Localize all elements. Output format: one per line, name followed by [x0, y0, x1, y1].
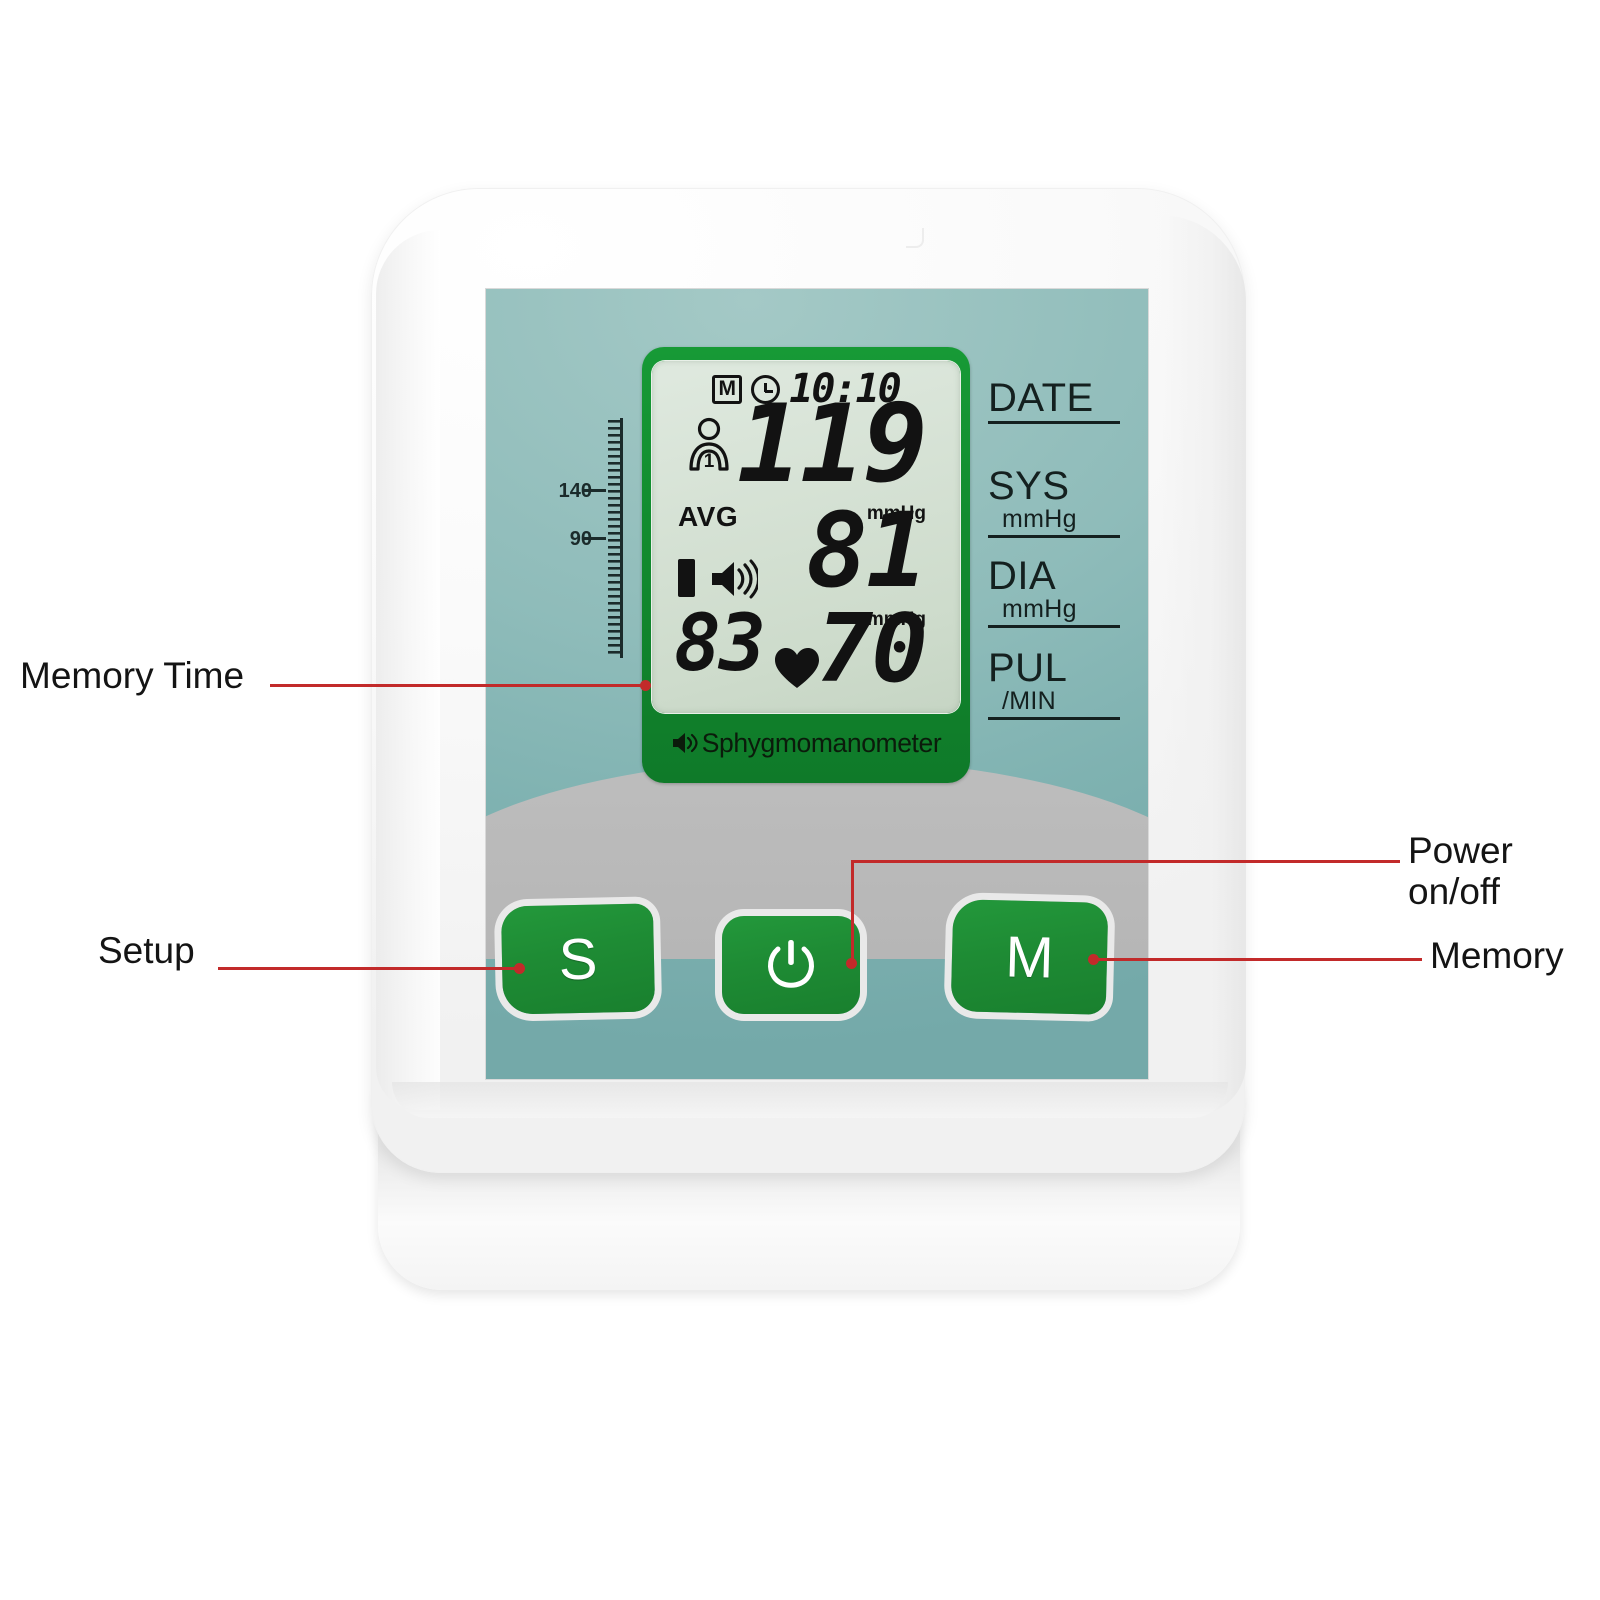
lcd-caption: Sphygmomanometer	[642, 719, 970, 767]
silk-label-dia: DIA mmHg	[988, 554, 1120, 629]
annotation-power: Power on/off	[1408, 830, 1513, 913]
battery-icon	[678, 559, 695, 597]
leader-dot-memory-time	[640, 680, 651, 691]
scale-ticks-icon	[608, 418, 623, 658]
silk-label-date: DATE	[988, 378, 1120, 424]
silk-pul-rule	[988, 717, 1120, 721]
leader-dot-setup	[514, 963, 525, 974]
setup-button-label: S	[557, 926, 599, 992]
silk-sys-big: SYS	[988, 464, 1070, 508]
scale-label-140: 140	[558, 480, 592, 502]
lcd-status-bar: M 10:10	[652, 369, 960, 409]
scale-label-90: 90	[569, 528, 592, 550]
silk-dia-rule	[988, 625, 1120, 629]
memory-time-value: 83	[674, 599, 766, 689]
body-bottom-lip	[392, 1082, 1228, 1118]
speaker-icon	[712, 559, 758, 599]
leader-power-vertical	[851, 860, 854, 965]
pressure-scale: 140 90	[559, 418, 624, 658]
scale-leader-140	[584, 489, 606, 492]
silk-date-rule	[988, 421, 1120, 424]
leader-dot-power	[846, 958, 857, 969]
silk-label-sys: SYS mmHg	[988, 464, 1120, 539]
body-left-highlight	[376, 230, 440, 1110]
avg-label: AVG	[678, 501, 739, 532]
silk-pul-sub: /MIN	[1002, 687, 1056, 715]
memory-badge-icon: M	[712, 374, 743, 404]
lcd-time: 10:10	[789, 365, 901, 412]
silk-pul-big: PUL	[988, 646, 1068, 690]
heart-icon	[775, 648, 819, 688]
diastolic-unit: mmHg	[866, 609, 926, 630]
silk-sys-rule	[988, 535, 1120, 539]
leader-power-horizontal	[851, 860, 1400, 863]
silk-date-big: DATE	[988, 376, 1094, 420]
power-button[interactable]	[722, 916, 860, 1014]
lcd-screen: M 10:10 1 AVG 119 mmHg 81 mmHg 70	[652, 361, 960, 713]
pulse-value: 70	[816, 595, 928, 704]
leader-setup	[218, 967, 520, 970]
silk-dia-big: DIA	[988, 554, 1057, 598]
user-person-icon: 1	[689, 417, 729, 472]
silk-label-pul: PUL /MIN	[988, 646, 1120, 721]
lcd-module: M 10:10 1 AVG 119 mmHg 81 mmHg 70	[642, 347, 970, 783]
memory-button-label: M	[1004, 923, 1055, 991]
annotation-setup: Setup	[98, 930, 195, 971]
body-top-notch	[906, 228, 924, 248]
silk-dia-sub: mmHg	[1002, 595, 1077, 623]
speaker-icon	[672, 733, 698, 753]
leader-dot-memory	[1088, 954, 1099, 965]
silk-sys-sub: mmHg	[1002, 505, 1077, 533]
power-icon	[768, 940, 814, 988]
setup-button[interactable]: S	[500, 903, 656, 1015]
annotation-memory-time: Memory Time	[20, 655, 245, 696]
memory-button[interactable]: M	[950, 899, 1109, 1015]
leader-memory	[1092, 958, 1422, 961]
annotation-memory: Memory	[1430, 935, 1564, 976]
systolic-value: 119	[736, 382, 928, 507]
product-name: Sphygmomanometer	[701, 727, 942, 758]
leader-memory-time	[270, 684, 646, 687]
svg-text:1: 1	[704, 451, 715, 472]
diastolic-value: 81	[805, 491, 928, 611]
clock-icon	[751, 374, 781, 404]
scale-leader-90	[584, 537, 606, 540]
systolic-unit: mmHg	[866, 503, 926, 524]
body-right-shadow	[1160, 215, 1246, 1115]
